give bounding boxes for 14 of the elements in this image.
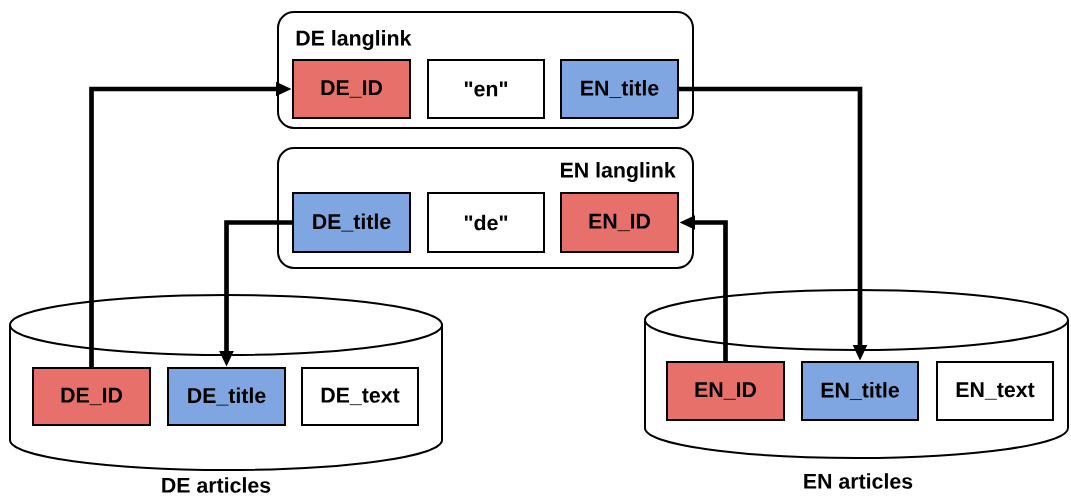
field-cell: EN_ID (666, 361, 785, 421)
field-cell: EN_ID (560, 192, 679, 253)
node-label: EN articles (804, 473, 913, 489)
field-cell: DE_title (292, 192, 411, 253)
field-cell: EN_text (936, 361, 1054, 421)
field-cell: DE_text (301, 367, 419, 426)
field-cell: EN_title (560, 59, 679, 119)
node-label: DE articles (162, 477, 271, 493)
field-cell: EN_title (801, 361, 919, 421)
field-cell: DE_ID (32, 367, 151, 426)
field-cell: DE_title (167, 367, 286, 426)
field-cell: DE_ID (292, 59, 411, 119)
field-cell: "de" (427, 192, 545, 253)
field-cell: "en" (427, 59, 545, 119)
